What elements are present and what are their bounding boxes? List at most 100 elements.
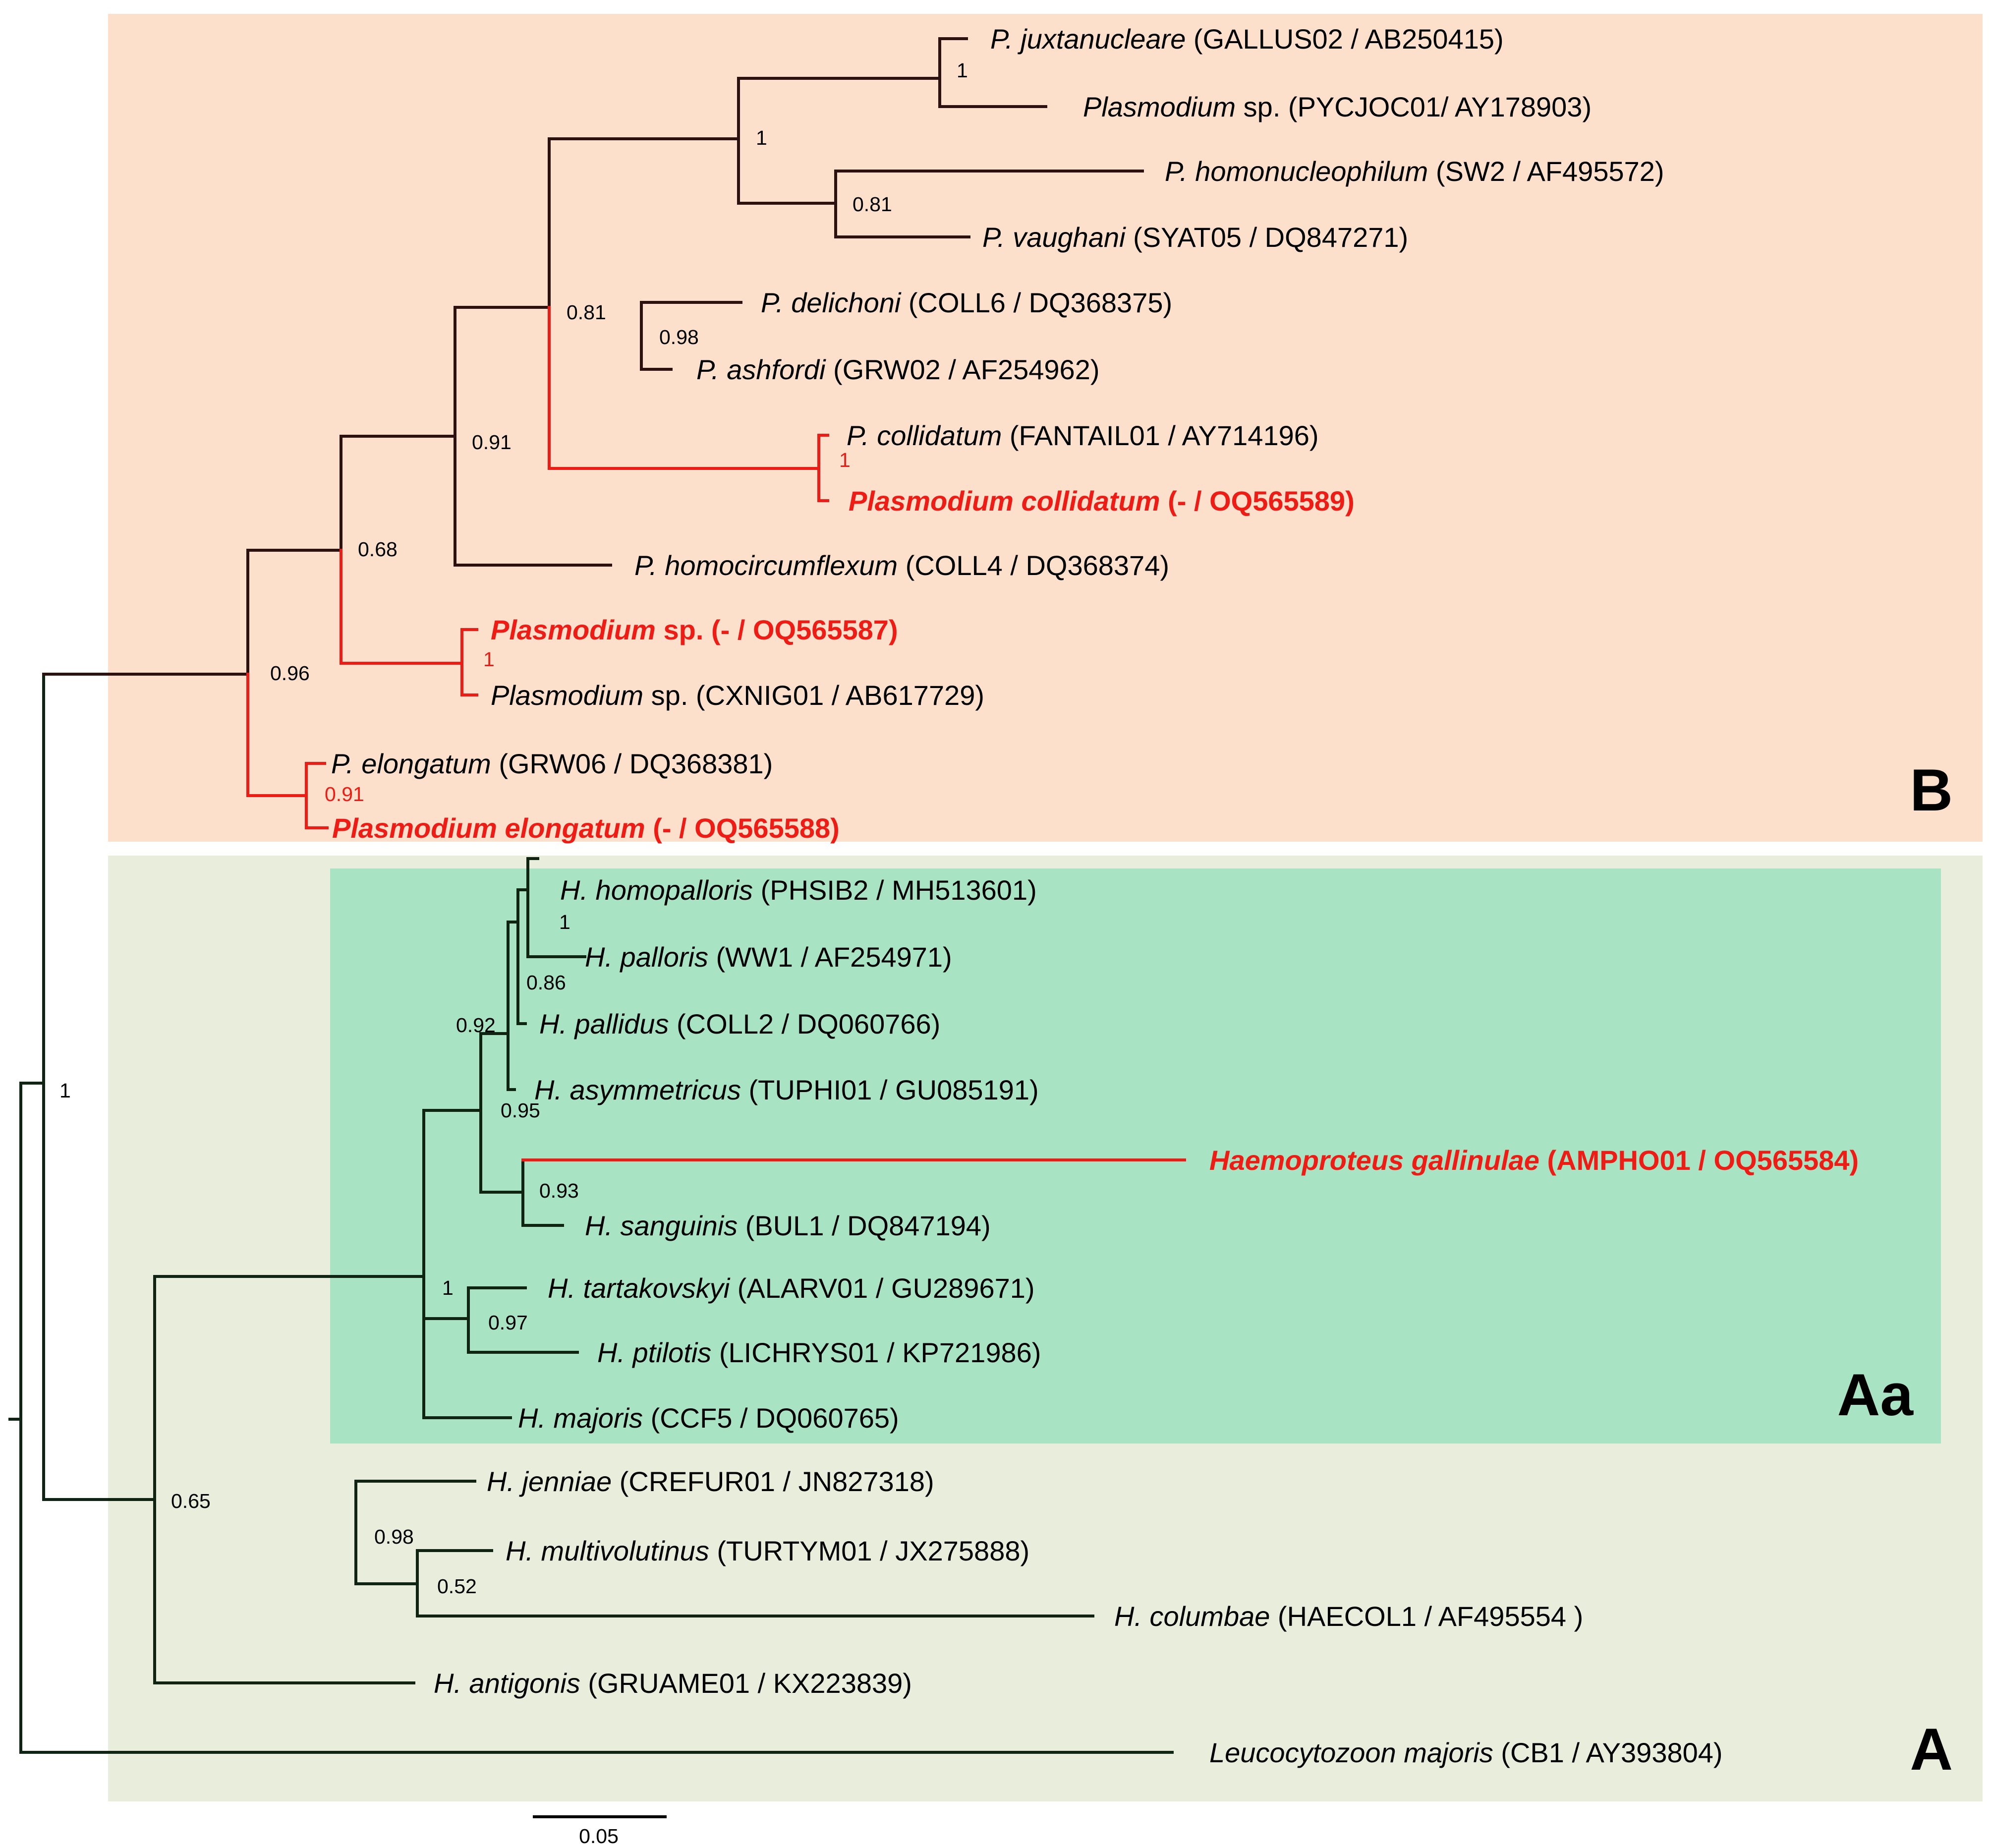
taxon-labels: P. juxtanucleare (GALLUS02 / AB250415) Pl… xyxy=(331,23,1859,1768)
taxon-lineage-accession: (HAECOL1 / AF495554 ) xyxy=(1270,1601,1583,1632)
taxon-lineage-accession: (GALLUS02 / AB250415) xyxy=(1186,23,1503,55)
support-value: 0.93 xyxy=(539,1179,579,1202)
taxon-label: H. multivolutinus (TURTYM01 / JX275888) xyxy=(506,1535,1029,1566)
taxon-lineage-accession: (COLL2 / DQ060766) xyxy=(669,1008,940,1040)
taxon-lineage-accession: sp. (- / OQ565587) xyxy=(656,614,898,645)
support-value: 0.52 xyxy=(437,1575,477,1598)
support-value: 0.81 xyxy=(853,193,892,216)
support-value: 1 xyxy=(839,449,851,471)
taxon-lineage-accession: (CB1 / AY393804) xyxy=(1493,1737,1723,1768)
taxon-genus-species: Plasmodium xyxy=(491,680,643,711)
support-value: 0.91 xyxy=(325,783,364,806)
support-value: 0.68 xyxy=(358,538,398,561)
taxon-genus-species: P. juxtanucleare xyxy=(990,23,1186,55)
taxon-label: Haemoproteus gallinulae (AMPHO01 / OQ565… xyxy=(1209,1145,1859,1176)
taxon-label: P. collidatum (FANTAIL01 / AY714196) xyxy=(847,420,1319,451)
taxon-label: H. asymmetricus (TUPHI01 / GU085191) xyxy=(534,1074,1039,1105)
taxon-label: Plasmodium elongatum (- / OQ565588) xyxy=(332,812,840,844)
taxon-genus-species: H. sanguinis xyxy=(585,1210,738,1241)
taxon-label: P. homonucleophilum (SW2 / AF495572) xyxy=(1165,156,1664,187)
taxon-lineage-accession: (SW2 / AF495572) xyxy=(1428,156,1664,187)
taxon-genus-species: H. columbae xyxy=(1114,1601,1270,1632)
taxon-label: H. jenniae (CREFUR01 / JN827318) xyxy=(487,1466,934,1497)
support-value: 1 xyxy=(442,1276,454,1299)
support-value: 0.65 xyxy=(171,1490,211,1512)
taxon-genus-species: H. jenniae xyxy=(487,1466,612,1497)
support-values: 110.810.810.9810.910.6810.960.91110.860.… xyxy=(59,59,968,1598)
support-value: 0.96 xyxy=(270,662,310,685)
taxon-genus-species: P. elongatum xyxy=(331,748,491,779)
taxon-label: P. homocircumflexum (COLL4 / DQ368374) xyxy=(634,550,1169,581)
taxon-label: H. sanguinis (BUL1 / DQ847194) xyxy=(585,1210,991,1241)
support-value: 1 xyxy=(59,1079,71,1102)
taxon-genus-species: P. homocircumflexum xyxy=(634,550,898,581)
taxon-lineage-accession: (FANTAIL01 / AY714196) xyxy=(1002,420,1318,451)
taxon-lineage-accession: (- / OQ565589) xyxy=(1160,485,1355,517)
taxon-label: H. majoris (CCF5 / DQ060765) xyxy=(518,1402,899,1434)
support-value: 0.92 xyxy=(456,1014,496,1037)
support-value: 0.98 xyxy=(659,326,699,348)
taxon-label: H. tartakovskyi (ALARV01 / GU289671) xyxy=(548,1272,1035,1304)
taxon-lineage-accession: (AMPHO01 / OQ565584) xyxy=(1539,1145,1859,1176)
taxon-genus-species: H. antigonis xyxy=(434,1668,580,1699)
taxon-label: Plasmodium sp. (- / OQ565587) xyxy=(491,614,898,645)
scale-bar-label: 0.05 xyxy=(579,1825,619,1848)
taxon-lineage-accession: sp. (CXNIG01 / AB617729) xyxy=(643,680,984,711)
taxon-label: P. elongatum (GRW06 / DQ368381) xyxy=(331,748,773,779)
taxon-label: Plasmodium collidatum (- / OQ565589) xyxy=(849,485,1355,517)
taxon-label: H. palloris (WW1 / AF254971) xyxy=(585,941,952,973)
taxon-label: Plasmodium sp. (PYCJOC01/ AY178903) xyxy=(1083,91,1592,122)
taxon-lineage-accession: (GRUAME01 / KX223839) xyxy=(580,1668,912,1699)
taxon-lineage-accession: (PHSIB2 / MH513601) xyxy=(753,874,1037,906)
taxon-lineage-accession: (WW1 / AF254971) xyxy=(708,941,952,973)
taxon-lineage-accession: (GRW02 / AF254962) xyxy=(825,354,1099,385)
support-value: 0.97 xyxy=(488,1311,528,1334)
clade-region-aa xyxy=(330,868,1941,1444)
taxon-lineage-accession: (GRW06 / DQ368381) xyxy=(491,748,773,779)
taxon-lineage-accession: (COLL6 / DQ368375) xyxy=(901,287,1172,318)
taxon-genus-species: H. multivolutinus xyxy=(506,1535,709,1566)
taxon-genus-species: Plasmodium xyxy=(1083,91,1236,122)
taxon-label: Plasmodium sp. (CXNIG01 / AB617729) xyxy=(491,680,984,711)
taxon-genus-species: P. vaughani xyxy=(982,222,1126,253)
taxon-genus-species: Plasmodium elongatum xyxy=(332,812,645,844)
taxon-genus-species: P. ashfordi xyxy=(696,354,826,385)
taxon-label: H. antigonis (GRUAME01 / KX223839) xyxy=(434,1668,912,1699)
taxon-genus-species: H. pallidus xyxy=(539,1008,669,1040)
taxon-lineage-accession: (LICHRYS01 / KP721986) xyxy=(711,1337,1041,1368)
taxon-lineage-accession: (CCF5 / DQ060765) xyxy=(643,1402,899,1434)
taxon-lineage-accession: sp. (PYCJOC01/ AY178903) xyxy=(1236,91,1592,122)
clade-region-b xyxy=(108,14,1983,842)
clade-label-b: B xyxy=(1910,757,1953,823)
tree-branches xyxy=(8,37,1186,1754)
taxon-label: P. vaughani (SYAT05 / DQ847271) xyxy=(982,222,1408,253)
taxon-label: H. columbae (HAECOL1 / AF495554 ) xyxy=(1114,1601,1583,1632)
taxon-label: H. pallidus (COLL2 / DQ060766) xyxy=(539,1008,940,1040)
taxon-genus-species: Leucocytozoon majoris xyxy=(1209,1737,1493,1768)
taxon-genus-species: P. collidatum xyxy=(847,420,1002,451)
taxon-label: H. ptilotis (LICHRYS01 / KP721986) xyxy=(597,1337,1041,1368)
taxon-genus-species: Haemoproteus gallinulae xyxy=(1209,1145,1539,1176)
taxon-genus-species: H. asymmetricus xyxy=(534,1074,741,1105)
support-value: 0.91 xyxy=(472,431,512,454)
taxon-lineage-accession: (CREFUR01 / JN827318) xyxy=(612,1466,934,1497)
taxon-lineage-accession: (TUPHI01 / GU085191) xyxy=(741,1074,1039,1105)
taxon-genus-species: Plasmodium xyxy=(491,614,656,645)
taxon-genus-species: H. ptilotis xyxy=(597,1337,711,1368)
taxon-label: P. ashfordi (GRW02 / AF254962) xyxy=(696,354,1099,385)
clade-regions xyxy=(108,14,1983,1801)
clade-label-aa: Aa xyxy=(1837,1362,1914,1428)
support-value: 0.95 xyxy=(501,1099,540,1122)
taxon-label: P. juxtanucleare (GALLUS02 / AB250415) xyxy=(990,23,1504,55)
taxon-lineage-accession: (- / OQ565588) xyxy=(645,812,840,844)
taxon-lineage-accession: (BUL1 / DQ847194) xyxy=(738,1210,990,1241)
support-value: 0.81 xyxy=(567,301,606,324)
support-value: 1 xyxy=(756,126,767,149)
taxon-genus-species: H. palloris xyxy=(585,941,708,973)
taxon-lineage-accession: (COLL4 / DQ368374) xyxy=(898,550,1169,581)
support-value: 0.98 xyxy=(374,1525,414,1548)
taxon-genus-species: H. majoris xyxy=(518,1402,643,1434)
taxon-genus-species: P. delichoni xyxy=(761,287,902,318)
taxon-genus-species: H. tartakovskyi xyxy=(548,1272,731,1304)
